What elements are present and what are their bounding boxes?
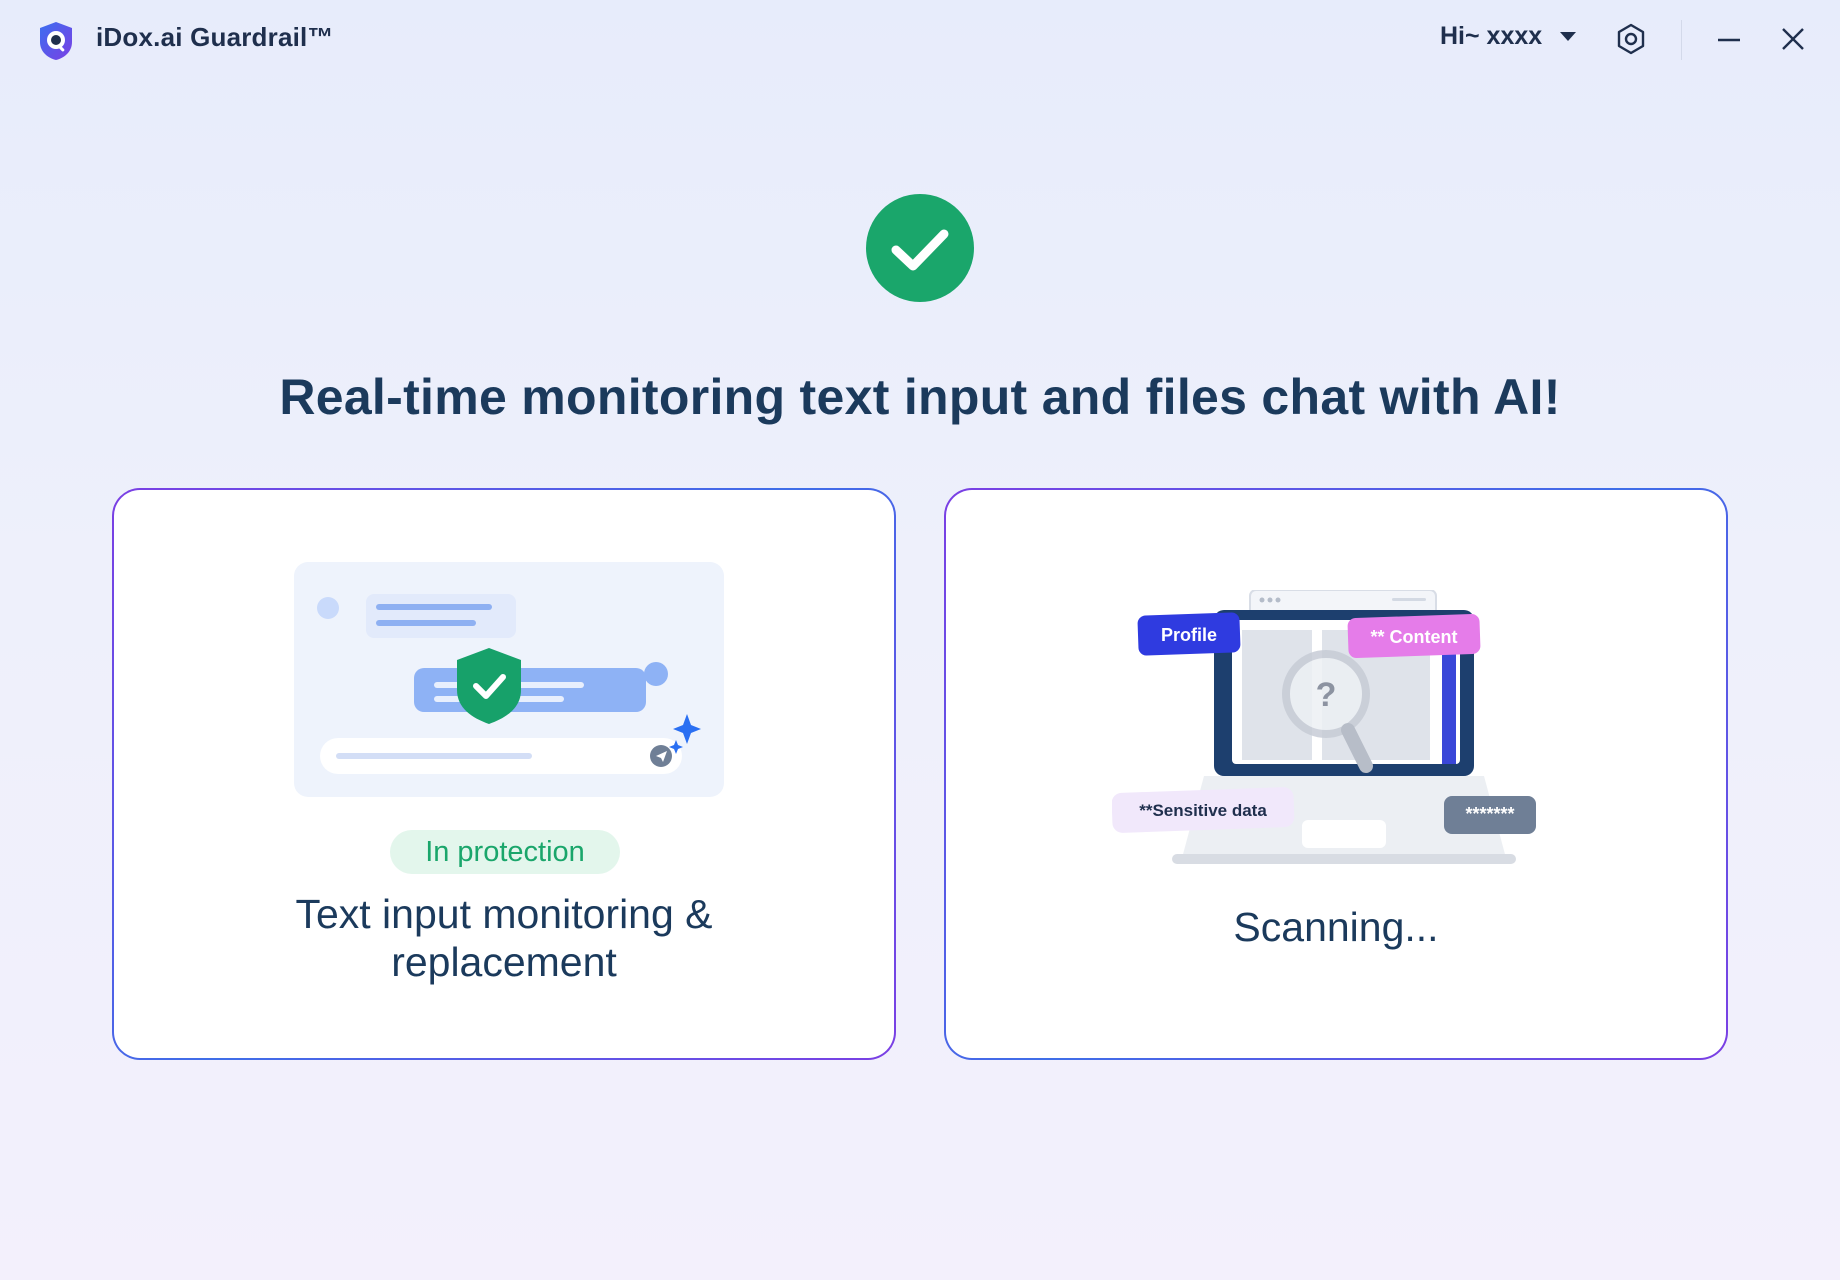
file-scanning-card[interactable]: ? Profile ** Content **Sensitive data **…	[944, 488, 1728, 1060]
text-monitoring-title-line1: Text input monitoring &	[295, 891, 713, 937]
close-icon[interactable]	[1776, 22, 1810, 56]
laptop-scan-illustration: ? Profile ** Content **Sensitive data **…	[1112, 590, 1536, 864]
svg-text:?: ?	[1316, 676, 1337, 714]
title-bar-divider	[1681, 20, 1682, 60]
text-monitoring-title-line2: replacement	[391, 939, 617, 985]
check-circle-icon	[866, 194, 974, 302]
profile-tag: Profile	[1137, 612, 1241, 656]
svg-text:** Content: ** Content	[1371, 627, 1458, 647]
user-greeting: Hi~ xxxx	[1440, 22, 1543, 50]
sensitive-data-tag: **Sensitive data	[1112, 787, 1295, 833]
app-title: iDox.ai Guardrail™	[96, 22, 334, 52]
minimize-icon[interactable]	[1712, 22, 1746, 56]
user-menu-dropdown[interactable]: Hi~ xxxx	[1440, 22, 1577, 51]
page-headline: Real-time monitoring text input and file…	[279, 369, 1561, 425]
chevron-down-icon	[1560, 32, 1577, 41]
app-logo-icon	[40, 22, 72, 60]
svg-text:Profile: Profile	[1161, 625, 1217, 645]
chat-protection-illustration	[294, 562, 724, 797]
gear-icon[interactable]	[1614, 22, 1648, 56]
svg-text:*******: *******	[1465, 804, 1514, 824]
text-monitoring-card[interactable]: In protection Text input monitoring & re…	[112, 488, 896, 1060]
text-monitoring-title: Text input monitoring & replacement	[114, 890, 894, 986]
file-scanning-title: Scanning...	[1233, 904, 1439, 950]
content-tag: ** Content	[1347, 613, 1481, 659]
svg-text:**Sensitive data: **Sensitive data	[1139, 801, 1267, 820]
protection-status-badge: In protection	[390, 830, 620, 874]
masked-value-tag: *******	[1444, 796, 1536, 834]
title-bar: iDox.ai Guardrail™ Hi~ xxxx	[0, 0, 1840, 80]
